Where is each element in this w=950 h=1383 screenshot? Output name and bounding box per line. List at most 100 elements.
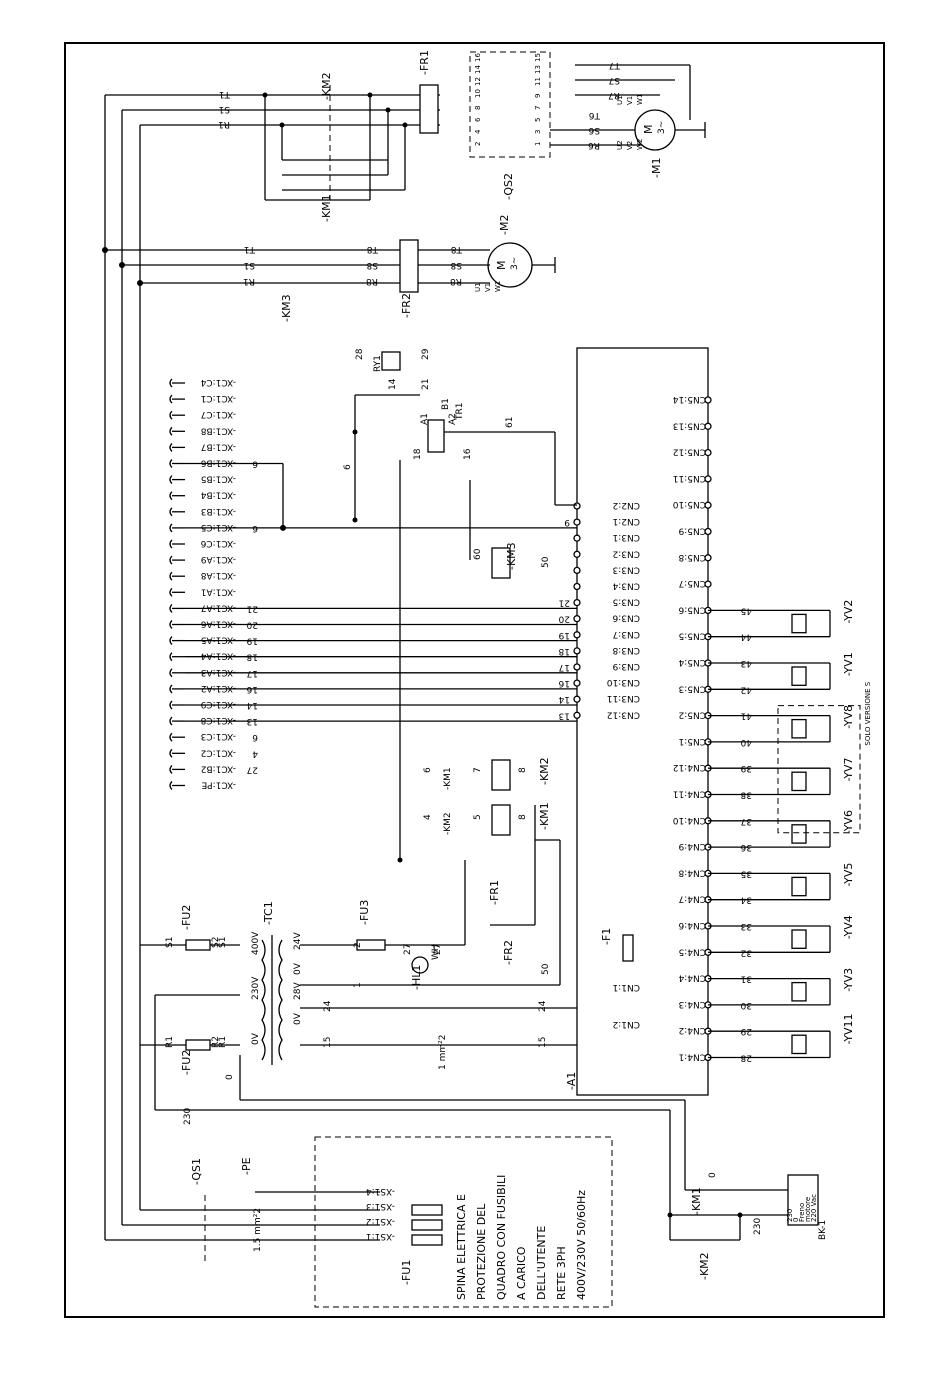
xc1-pin-label: -XC1:B5 [201,474,236,484]
phase-label: T1 [219,89,231,99]
xc1-pin: -XC1:C7 [169,409,236,420]
wire-number: 14 [388,378,398,390]
km2-label: -KM2 [320,72,333,100]
km3-coil [491,547,511,579]
cn-terminal-label: CN5:8 [678,552,706,562]
xc1-pin: -XC1:PE [169,780,236,790]
cn-terminal-label: CN3:9 [612,661,640,671]
m1-terminal: U1 [616,95,624,105]
wire-number: 50 [541,963,551,975]
xc1-pin: -XC1:C4 [169,377,236,388]
supply-note: QUADRO CON FUSIBILI [495,1175,508,1300]
wire-number: 2 [353,942,363,948]
hl1-label: -HL1 [410,965,423,990]
xc1-pin-label: -XC1:C9 [200,699,236,709]
wire-number: 31 [741,974,752,984]
brake-note: Freno [798,1203,806,1222]
wire-number: 230 [183,1108,193,1125]
cn-terminal-label: CN4:11 [673,789,706,799]
wire-number: 0 [225,1074,235,1080]
tc1-transformer [140,805,686,1215]
cn-terminal-label: CN3:1 [612,532,640,542]
qs2-terminal: 3 [534,130,542,134]
cn-terminal-label: CN5:1 [678,736,706,746]
wire-number: 0 [708,1172,718,1178]
fr2-label: -FR2 [400,293,413,318]
xc1-pin-label: -XC1:C6 [200,538,236,548]
solo-versione-box [777,705,861,834]
m1-terminal: V1 [626,96,634,105]
wire-number: 8 [518,814,528,820]
xs1-pin-label: -XS1:3 [366,1201,395,1211]
qs1-label: -QS1 [190,1158,203,1185]
xc1-pin: -XC1:A1 [169,586,236,597]
qs2-terminal: 5 [534,118,542,122]
qs2-terminal: 12 [474,77,482,86]
wire-number: 19 [558,630,570,640]
xc1-connector: -XC1:C4-XC1:C1-XC1:C7-XC1:B8-XC1:B7-XC1:… [169,377,577,790]
cn1-label: CN1:2 [612,1019,640,1029]
m1-terminal: W1 [636,94,644,105]
supply-note: SPINA ELETTRICA E [455,1194,468,1300]
m2-terminal: S8 [450,260,462,270]
xs1-pin-label: -XS1:1 [366,1231,395,1241]
cn-terminal-label: CN3:3 [612,564,640,574]
fu1-label: -FU1 [400,1260,413,1285]
fr1-label: -FR1 [418,50,431,75]
f1-fuse [622,934,634,962]
tr1-label: TR1 [455,403,465,421]
wire-number: R2 [211,1036,221,1048]
cn-terminal-label: CN5:10 [672,499,706,509]
wire-number: 18 [558,646,570,656]
valve-label: -YV3 [842,968,855,992]
m2-terminal: S8 [366,260,378,270]
m2-terminal: V1 [484,283,492,292]
wire-number: 29 [421,348,431,360]
cn-terminal: CN2:19 [564,516,640,527]
xc1-pin: -XC1:A8 [169,570,236,581]
wire-number: 37 [741,816,752,826]
cn-terminal-label: CN4:4 [678,973,706,983]
valve-label: -YV5 [842,863,855,887]
supply-note: A CARICO [515,1246,528,1300]
km1-brake-label: -KM1 [690,1187,703,1215]
wire-number: 1 mm²2 [438,1035,448,1070]
km1-contact-label: -KM1 [443,767,453,790]
cn-terminal: CN5:11 [673,473,712,483]
qs2-terminal: 13 [534,65,542,74]
wire-number: 6 [252,732,258,742]
xc1-pin-label: -XC1:C2 [201,747,236,757]
m1-label: -M1 [650,158,663,178]
wire-number: 230 [753,1218,763,1235]
m1-terminal: V2 [626,141,634,150]
qs2-terminal: 4 [474,129,482,134]
qs2-terminal: 9 [534,94,542,98]
xc1-pin-label: -XC1:A1 [201,586,236,596]
brake-note: 230 [786,1209,794,1222]
wire-number: 30 [740,1000,752,1010]
ry1-relay [352,351,577,863]
wire-number: 6 [423,767,433,773]
wire-number: 24 [323,1000,333,1012]
qs2-terminal: 14 [474,65,482,74]
cn-terminal-label: CN3:10 [606,677,640,687]
qs2-terminal: 16 [474,53,482,62]
xc1-pin: -XC1:B3 [169,506,236,517]
wire-number: 1 [353,982,363,988]
xc1-pin-label: -XC1:B3 [201,506,236,516]
cn-terminal-label: CN2:1 [612,516,640,526]
xc1-pin-label: -XC1:A5 [201,635,236,645]
wire-number: 27 [403,944,413,955]
motor-symbol: M [495,261,508,271]
phase-label: S1 [219,104,230,114]
wire-number: 34 [740,895,752,905]
cn-terminal: CN5:9 [678,526,712,536]
cn-terminal-label: CN3:8 [612,645,640,655]
qs2-terminal: 15 [534,53,542,62]
cn-terminal: CN4:10 [672,815,712,825]
